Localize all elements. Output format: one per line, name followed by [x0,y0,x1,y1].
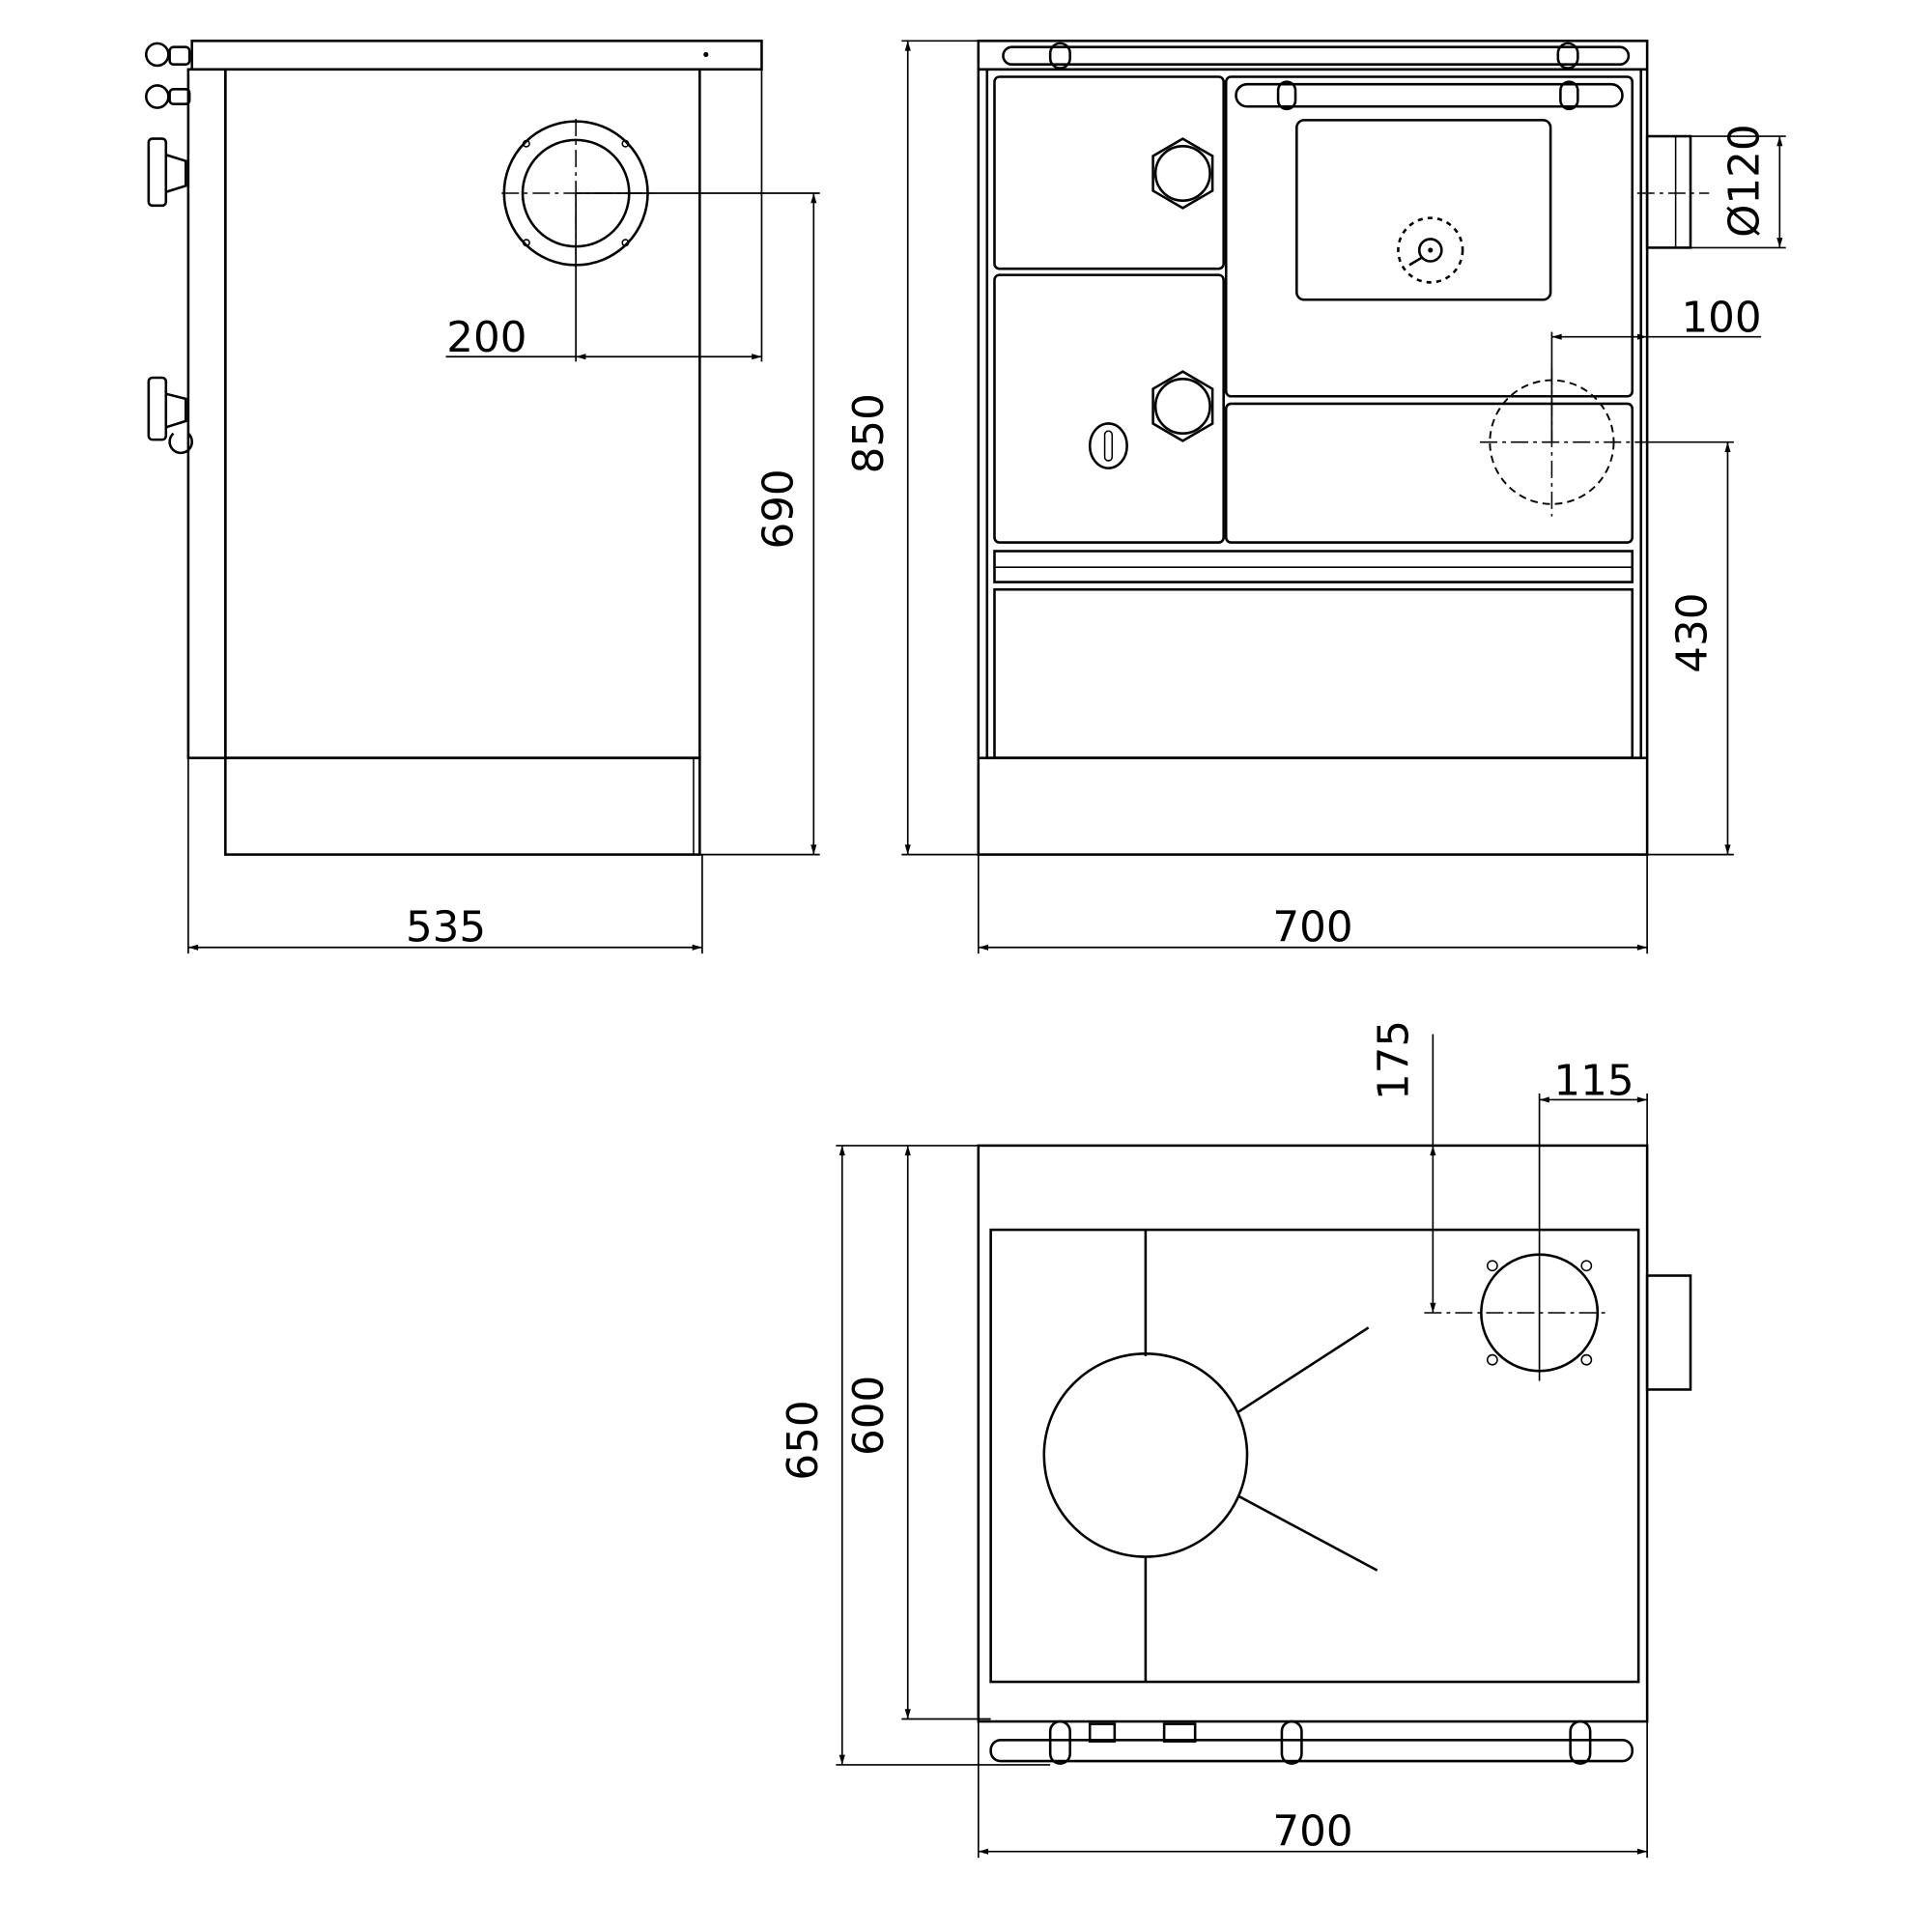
front-rail [989,1739,1634,1763]
oven-handle [1235,82,1624,108]
top-view: 650 600 700 175 115 [780,1020,1692,1859]
dimension-690: 690 [576,192,820,856]
dimension-100: 100 [1550,295,1762,442]
svg-text:700: 700 [1272,903,1352,952]
svg-text:690: 690 [755,469,804,549]
svg-text:115: 115 [1553,1057,1634,1105]
firebox-door-upper [993,75,1225,270]
oven-window [1295,119,1552,301]
svg-text:850: 850 [845,393,894,473]
dimension-175: 175 [1371,1020,1436,1313]
front-view: 850 700 100 430 Ø120 [845,40,1786,954]
svg-text:700: 700 [1272,1807,1352,1856]
oven-door [1224,75,1634,398]
top-flue-collar [1424,1253,1610,1373]
cooktop-plate [989,1228,1640,1684]
svg-text:430: 430 [1669,593,1718,673]
hex-knob-icon [1151,370,1214,442]
hotplate-ring [1042,1352,1249,1558]
dimension-700-front: 700 [977,854,1648,954]
svg-text:175: 175 [1371,1020,1419,1100]
firebox-door-lower [993,273,1225,544]
svg-text:200: 200 [446,314,526,362]
svg-text:650: 650 [780,1400,828,1480]
towel-rail [1002,45,1631,66]
side-flue-outlet [1645,1274,1692,1391]
dimension-850: 850 [845,40,979,856]
air-regulator-icon [1088,422,1128,469]
side-view: 200 690 535 [145,40,820,954]
svg-text:100: 100 [1681,295,1761,343]
dimension-700-top: 700 [977,1721,1648,1859]
dimension-diameter-120: Ø120 [1690,124,1786,249]
svg-text:535: 535 [406,903,486,952]
dimension-535: 535 [187,757,703,954]
dimension-650: 650 [780,1145,1051,1766]
wood-drawer [993,587,1634,759]
dimension-600: 600 [845,1145,991,1720]
hex-knob-icon [1151,137,1214,210]
thermometer-icon [1397,216,1464,284]
svg-text:600: 600 [845,1376,894,1456]
svg-text:Ø120: Ø120 [1721,124,1770,237]
flue-outlet [1645,134,1692,249]
side-handles [145,42,193,455]
dimension-200: 200 [445,69,763,362]
dimension-115: 115 [1538,1057,1648,1381]
dimension-430: 430 [1647,440,1734,856]
ash-door [1224,402,1634,544]
